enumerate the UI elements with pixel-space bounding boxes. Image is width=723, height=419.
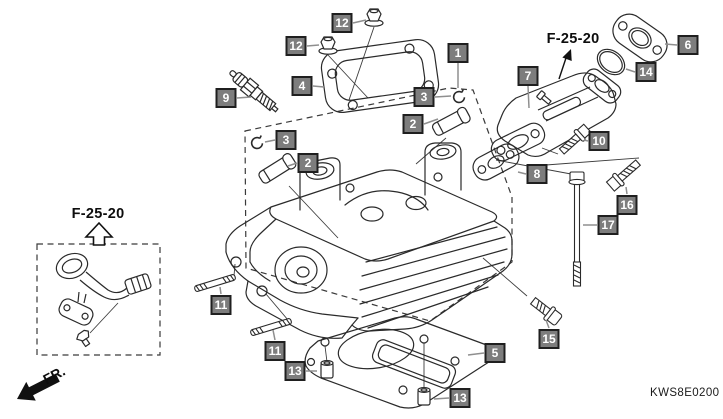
carb-flange-drawing xyxy=(612,13,668,63)
callout-11[interactable]: 11 xyxy=(264,341,286,361)
head-assembly-boundary xyxy=(244,87,513,322)
callout-4[interactable]: 4 xyxy=(291,76,313,96)
callout-5[interactable]: 5 xyxy=(484,343,506,363)
head-gasket-drawing xyxy=(304,316,498,409)
reference-label-right[interactable]: F-25-20 xyxy=(546,31,600,47)
callout-7[interactable]: 7 xyxy=(517,66,539,86)
o-ring-drawing xyxy=(596,48,626,76)
intake-manifold-drawing xyxy=(490,68,622,162)
cylinder-head-drawing xyxy=(225,142,513,339)
flange-bolt-16-drawing xyxy=(605,159,642,192)
callout-3[interactable]: 3 xyxy=(413,87,435,107)
callout-1[interactable]: 1 xyxy=(447,43,469,63)
valve-guide-clip-drawing xyxy=(250,89,466,150)
callout-2[interactable]: 2 xyxy=(402,114,424,134)
callout-12[interactable]: 12 xyxy=(285,36,307,56)
flange-bolt-10-drawing xyxy=(558,123,592,155)
callout-9[interactable]: 9 xyxy=(215,88,237,108)
callout-15[interactable]: 15 xyxy=(538,329,560,349)
callout-3[interactable]: 3 xyxy=(275,130,297,150)
callout-8[interactable]: 8 xyxy=(526,164,548,184)
reference-leader-line xyxy=(558,57,567,80)
manifold-gasket-drawing xyxy=(472,143,520,181)
reference-arrowhead xyxy=(562,49,572,62)
callout-2[interactable]: 2 xyxy=(297,153,319,173)
callout-17[interactable]: 17 xyxy=(597,215,619,235)
callout-16[interactable]: 16 xyxy=(616,195,638,215)
breather-tube-boundary xyxy=(36,243,161,356)
breather-tube-drawing xyxy=(55,252,152,348)
callout-12[interactable]: 12 xyxy=(331,13,353,33)
front-direction-arrow xyxy=(17,373,60,401)
reference-arrows xyxy=(17,49,572,401)
reference-up-arrow xyxy=(84,221,114,246)
long-stud-bolt-17-drawing xyxy=(568,171,586,287)
callout-leader-lines xyxy=(219,19,678,400)
sealing-bolt-15-drawing xyxy=(529,296,563,326)
cylinder-stud-drawing xyxy=(194,274,292,336)
callout-6[interactable]: 6 xyxy=(677,35,699,55)
dowel-pin-drawing xyxy=(320,360,431,406)
callout-13[interactable]: 13 xyxy=(284,361,306,381)
callout-13[interactable]: 13 xyxy=(449,388,471,408)
diagram-code: KWS8E0200 xyxy=(650,387,720,399)
valve-cover-gasket-drawing xyxy=(320,38,440,114)
reference-label-left[interactable]: F-25-20 xyxy=(71,206,125,222)
callout-14[interactable]: 14 xyxy=(635,62,657,82)
callout-10[interactable]: 10 xyxy=(588,131,610,151)
callout-11[interactable]: 11 xyxy=(210,295,232,315)
spark-plug-drawing xyxy=(229,70,279,113)
cover-nut-drawing xyxy=(318,8,384,55)
